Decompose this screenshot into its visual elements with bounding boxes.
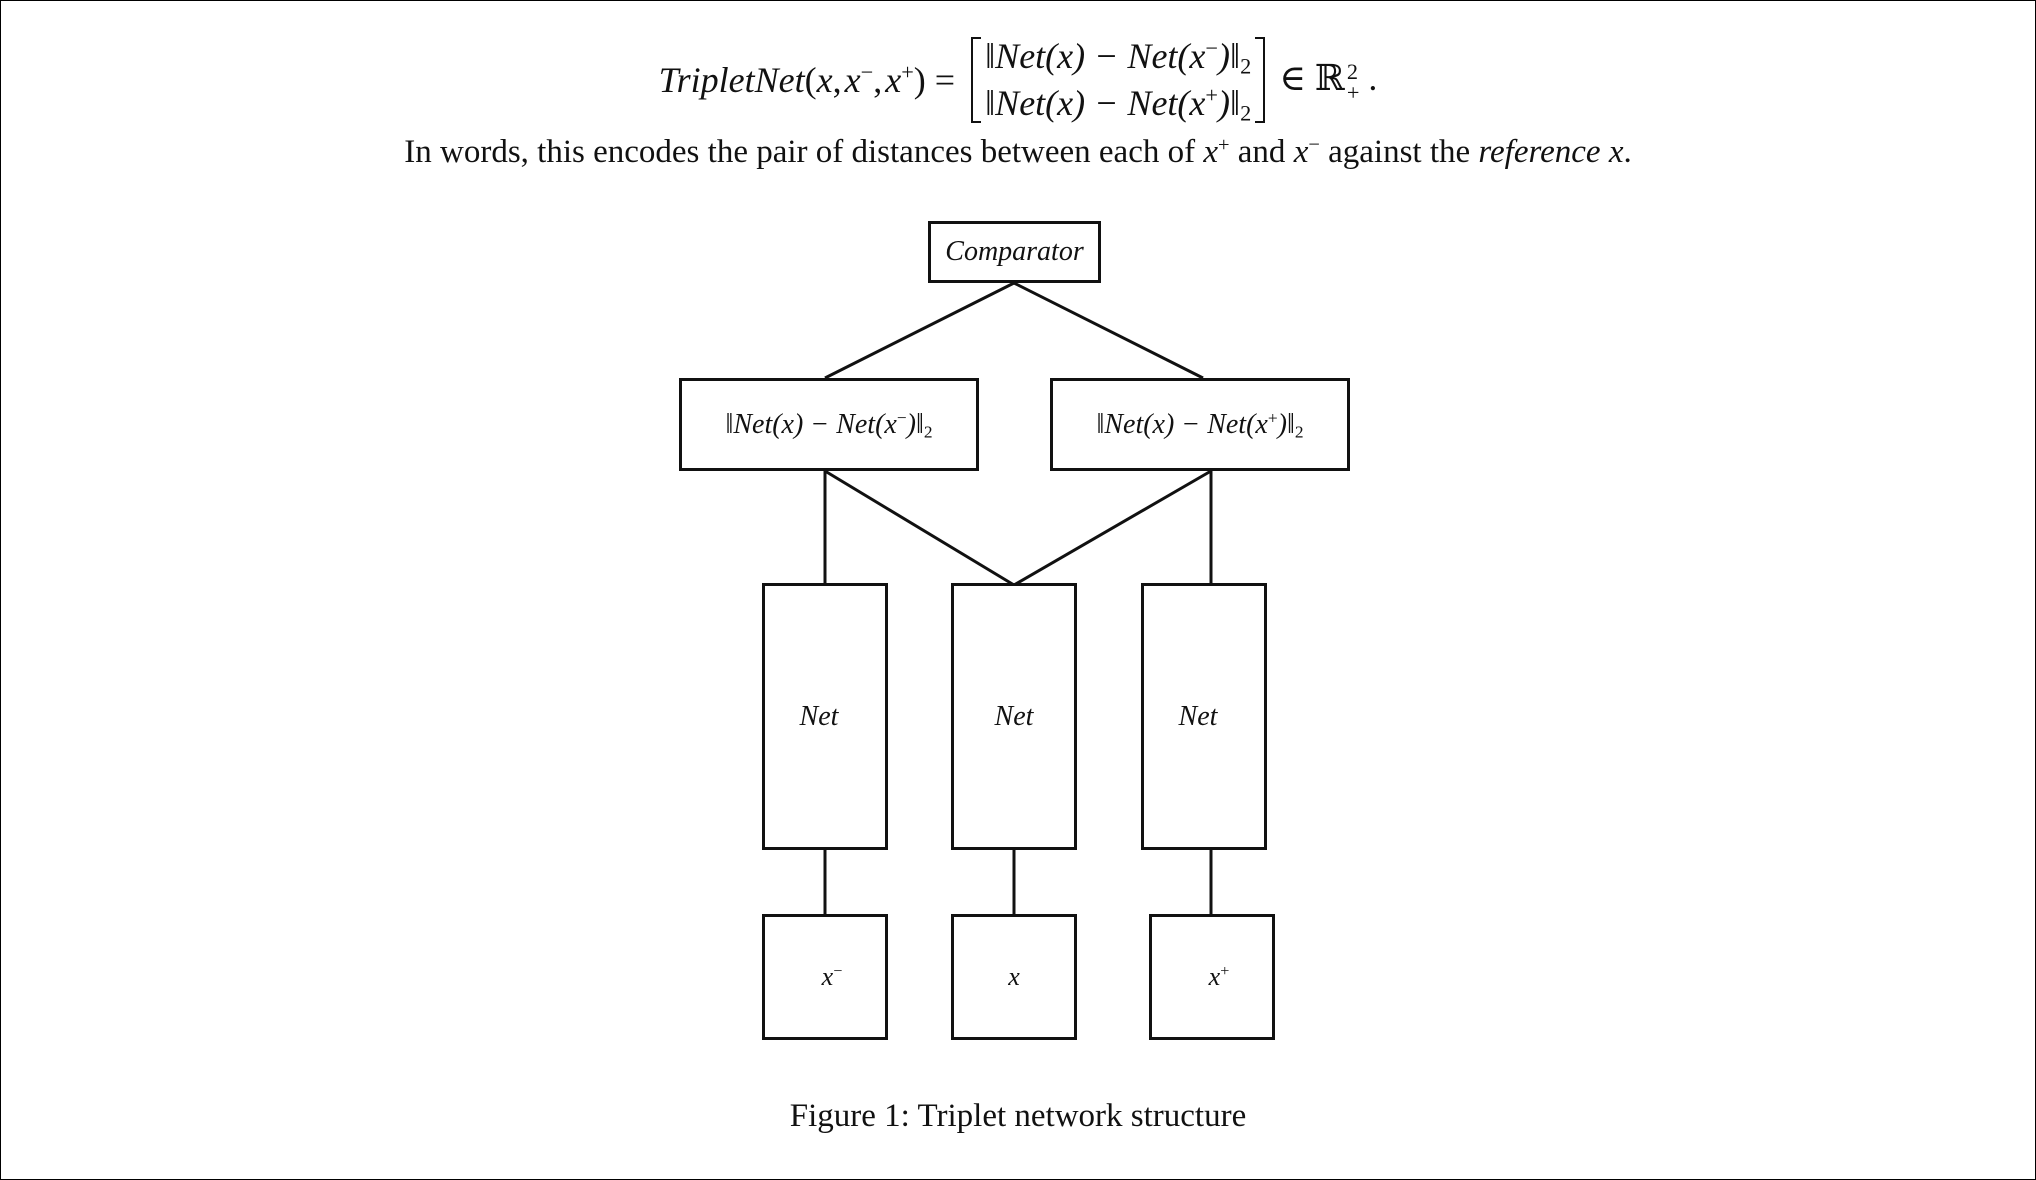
emphasis-reference: reference <box>1478 134 1601 170</box>
figure-caption: Figure 1: Triplet network structure <box>789 1098 1247 1134</box>
input-box-negative: x− <box>762 914 888 1040</box>
vector-row-negative: ‖Net(x) − Net(x−)‖2 <box>985 35 1252 79</box>
equation-lhs: TripletNet(x, x−, x+) = <box>658 59 956 100</box>
net-box-reference: Net <box>951 583 1077 850</box>
triplet-equation: TripletNet(x, x−, x+) = ‖Net(x) − Net(x−… <box>0 30 2036 130</box>
edge-comparator-right <box>1013 281 1204 380</box>
distance-positive-box: ‖Net(x) − Net(x+)‖2 <box>1050 378 1350 471</box>
net-box-positive: Net <box>1141 583 1267 850</box>
distance-negative-box: ‖Net(x) − Net(x−)‖2 <box>679 378 979 471</box>
vector-row-positive: ‖Net(x) − Net(x+)‖2 <box>985 82 1252 126</box>
input-box-reference: x <box>951 914 1077 1040</box>
input-box-positive: x+ <box>1149 914 1275 1040</box>
net-box-negative: Net <box>762 583 888 850</box>
distance-vector: ‖Net(x) − Net(x−)‖2 ‖Net(x) − Net(x+)‖2 <box>971 33 1266 127</box>
edge-comparator-left <box>824 281 1015 380</box>
comparator-box: Comparator <box>928 221 1101 283</box>
edge-dleft-net-ref <box>824 469 1015 587</box>
explanation-text: In words, this encodes the pair of dista… <box>404 133 1632 170</box>
edge-dright-net-ref <box>1013 469 1212 587</box>
